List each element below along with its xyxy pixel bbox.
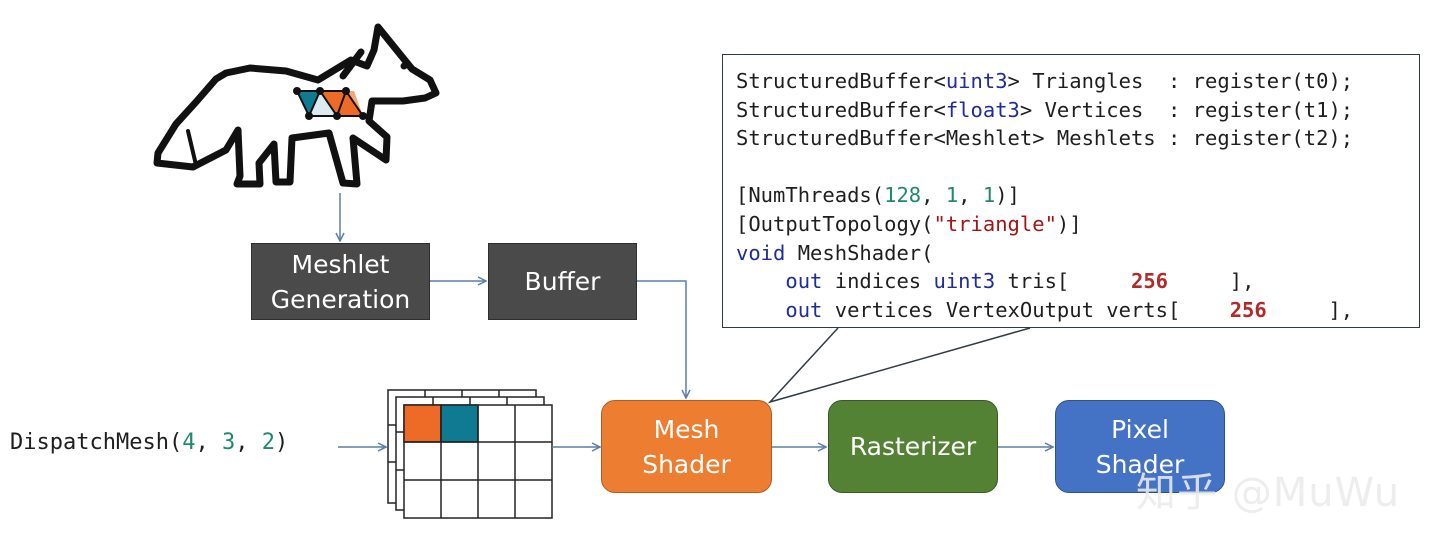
arrow-buffer-to-mesh-shader [637,280,686,398]
code-text: , [958,183,983,208]
code-keyword: uint3 [933,269,996,294]
rasterizer-box: Rasterizer [828,400,998,493]
code-panel: StructuredBuffer<uint3> Triangles : regi… [722,54,1420,328]
dispatch-z: 2 [261,430,275,455]
meshlet-triangles-icon [293,87,367,120]
dispatch-mesh-call: DispatchMesh(4, 3, 2) [10,430,288,455]
code-type: uint3 [945,69,1008,93]
code-indent [736,269,785,293]
code-line-4: ​ [736,153,1353,182]
dispatch-x: 4 [182,430,196,455]
code-line-2: StructuredBuffer<float3> Vertices : regi… [736,96,1353,125]
thread-group-grid [387,389,553,519]
pixel-shader-line2: Shader [1095,449,1185,479]
dispatch-close: ) [274,430,289,455]
code-text: )] [1056,211,1082,236]
shader-code: StructuredBuffer<uint3> Triangles : regi… [736,67,1353,324]
code-text: indices [822,269,934,294]
watermark: 知乎 @MuWu [1136,470,1401,516]
dispatch-sep1: , [195,430,222,455]
rasterizer-label: Rasterizer [849,432,977,461]
code-number: 1 [982,183,996,208]
code-count: 256 [1131,269,1169,294]
code-keyword: out [785,297,823,322]
buffer-label: Buffer [524,267,601,296]
code-gap [1069,269,1131,293]
mesh-shader-line2: Shader [642,449,731,479]
code-number: 1 [945,183,959,208]
code-line-8: out indices uint3 tris[ 256 ], [736,267,1353,296]
dispatch-fn: DispatchMesh( [10,430,183,455]
code-keyword: void [736,240,786,265]
code-line-7: void MeshShader( [736,239,1353,268]
code-text: > Vertices : register(t1); [1019,97,1354,122]
meshlet-generation-line2: Generation [270,284,411,314]
code-callout-pointer [767,327,1031,404]
code-line-1: StructuredBuffer<uint3> Triangles : regi… [736,67,1353,96]
meshlet-generation-line1: Meshlet [291,249,390,279]
code-line-6: [OutputTopology("triangle")] [736,210,1353,239]
pixel-shader-box: Pixel Shader [1055,400,1225,493]
pixel-shader-line1: Pixel [1111,414,1169,444]
mesh-shader-box: Mesh Shader [601,400,772,493]
code-text: vertices VertexOutput verts[ [822,297,1181,322]
dispatch-sep2: , [235,430,262,455]
code-text: StructuredBuffer< [736,97,946,122]
code-text: ], [1229,269,1255,294]
code-text: [NumThreads( [736,183,885,208]
code-line-3: StructuredBuffer<Meshlet> Meshlets : reg… [736,126,1354,151]
code-text: MeshShader( [785,240,934,265]
dispatch-y: 3 [221,430,236,455]
code-count: 256 [1229,297,1267,322]
code-gap [1267,298,1329,322]
code-keyword: out [785,269,823,294]
code-line-9: out vertices VertexOutput verts[ 256 ], [736,296,1353,325]
buffer-box: Buffer [488,243,637,320]
fox-illustration [153,23,440,188]
code-type: float3 [945,97,1020,122]
code-number: 128 [884,183,922,208]
code-text: )] [995,183,1020,208]
code-gap [1168,269,1230,293]
code-text: StructuredBuffer< [736,69,946,93]
code-indent [736,298,785,322]
meshlet-generation-box: Meshlet Generation [251,243,430,320]
code-string: "triangle" [933,211,1057,236]
code-line-5: [NumThreads(128, 1, 1)] [736,181,1353,210]
code-text: ], [1328,297,1354,322]
code-text: [OutputTopology( [736,211,934,236]
code-text: > Triangles : register(t0); [1007,69,1354,93]
mesh-shader-line1: Mesh [653,414,720,444]
code-text: tris[ [995,269,1070,294]
code-text: , [921,183,946,208]
code-gap [1180,298,1229,322]
